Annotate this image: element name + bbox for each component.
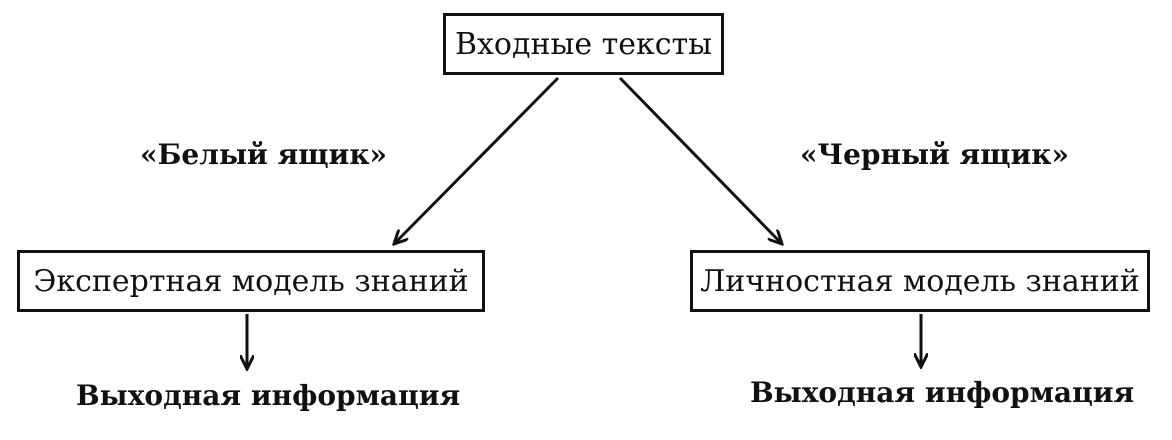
personal-model-box: Личностная модель знаний	[690, 250, 1150, 312]
arrow-input-to-expert	[394, 76, 560, 244]
white-box-label: «Белый ящик»	[140, 138, 388, 171]
input-texts-box: Входные тексты	[443, 13, 724, 75]
personal-model-label: Личностная модель знаний	[700, 263, 1140, 299]
output-info-left: Выходная информация	[76, 379, 461, 412]
output-info-right: Выходная информация	[750, 376, 1135, 409]
expert-model-box: Экспертная модель знаний	[17, 250, 485, 312]
input-texts-label: Входные тексты	[454, 26, 713, 62]
expert-model-label: Экспертная модель знаний	[33, 263, 469, 299]
black-box-label: «Черный ящик»	[800, 138, 1070, 171]
arrow-input-to-personal	[618, 76, 782, 244]
